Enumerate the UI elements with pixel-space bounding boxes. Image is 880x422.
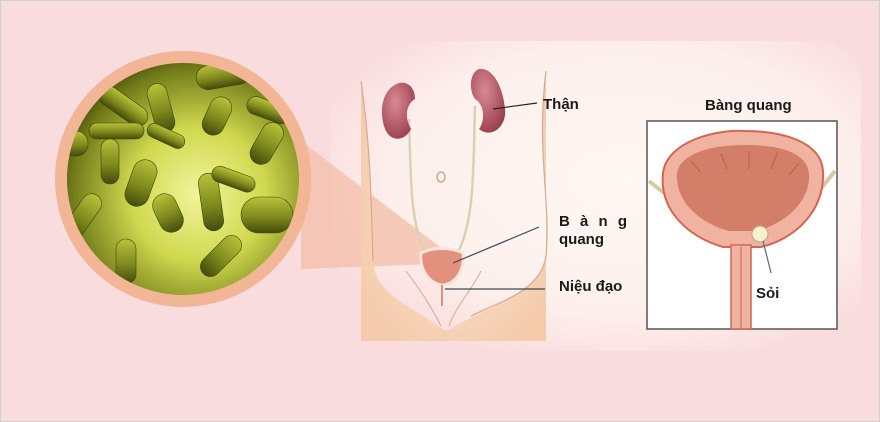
torso-illustration	[360, 68, 548, 341]
stone	[751, 225, 769, 243]
label-kidney: Thận	[543, 96, 579, 113]
label-bladder-line1: B à n g	[559, 213, 631, 230]
kidney-left	[381, 82, 415, 139]
inset-title: Bàng quang	[705, 97, 792, 114]
bladder	[419, 247, 465, 287]
magnify-cone	[301, 141, 461, 269]
bacteria-circle	[55, 51, 311, 307]
kidney-right	[470, 68, 506, 133]
label-bladder-line2: quang	[559, 231, 604, 248]
bladder-inset	[646, 120, 838, 330]
label-stone: Sỏi	[756, 285, 780, 302]
label-urethra: Niệu đạo	[559, 278, 623, 295]
